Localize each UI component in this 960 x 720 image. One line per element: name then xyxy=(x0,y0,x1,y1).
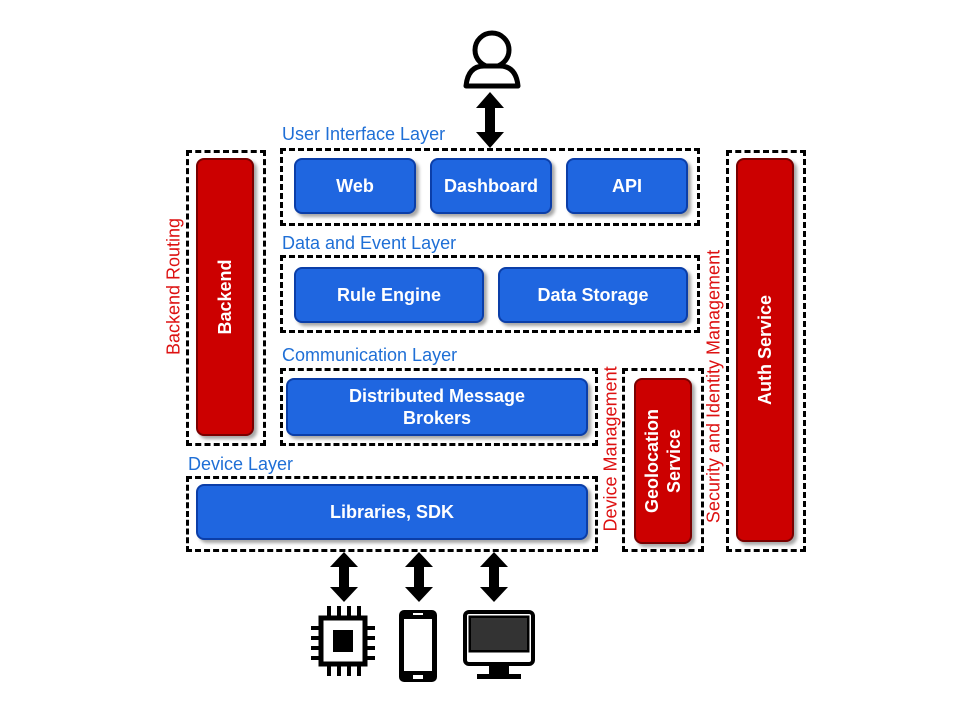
security-identity-frame xyxy=(726,150,806,552)
backend-routing-frame xyxy=(186,150,266,446)
web-box: Web xyxy=(294,158,416,214)
dashboard-box: Dashboard xyxy=(430,158,552,214)
data-event-layer-label: Data and Event Layer xyxy=(282,233,457,253)
backend-box: Backend xyxy=(196,158,254,436)
user-interface-layer-frame xyxy=(280,148,700,226)
auth-service-label: Auth Service xyxy=(755,294,775,406)
geolocation-service-label: Geolocation Service xyxy=(641,409,685,513)
user-interface-layer-label: User Interface Layer xyxy=(282,124,446,144)
device-management-label: Device Management xyxy=(600,366,621,532)
geolocation-service-box: Geolocation Service xyxy=(634,378,692,544)
communication-layer-frame xyxy=(280,368,598,446)
device-layer-frame xyxy=(186,476,598,552)
rule-engine-box: Rule Engine xyxy=(294,267,484,323)
monitor-icon xyxy=(463,610,535,679)
double-arrow-icon xyxy=(476,92,504,148)
device-layer-label: Device Layer xyxy=(188,454,294,474)
auth-service-box: Auth Service xyxy=(736,158,794,542)
message-brokers-line2: Brokers xyxy=(402,408,472,428)
double-arrow-icon xyxy=(330,552,358,602)
double-arrow-icon xyxy=(480,552,508,602)
data-storage-box: Data Storage xyxy=(498,267,688,323)
backend-label: Backend xyxy=(215,259,235,335)
geolocation-line2: Service xyxy=(664,428,684,494)
double-arrow-icon xyxy=(405,552,433,602)
libraries-sdk-box: Libraries, SDK xyxy=(196,484,588,540)
user-icon xyxy=(463,30,521,89)
chip-icon xyxy=(311,606,375,676)
device-management-frame xyxy=(622,368,704,552)
backend-routing-label: Backend Routing xyxy=(163,217,184,356)
geolocation-line1: Geolocation xyxy=(642,408,662,514)
message-brokers-line1: Distributed Message xyxy=(348,386,526,406)
message-brokers-box: Distributed Message Brokers xyxy=(286,378,588,436)
data-event-layer-frame xyxy=(280,255,700,333)
security-identity-label: Security and Identity Management xyxy=(703,249,724,524)
smartphone-icon xyxy=(399,610,437,682)
communication-layer-label: Communication Layer xyxy=(282,345,458,365)
api-box: API xyxy=(566,158,688,214)
